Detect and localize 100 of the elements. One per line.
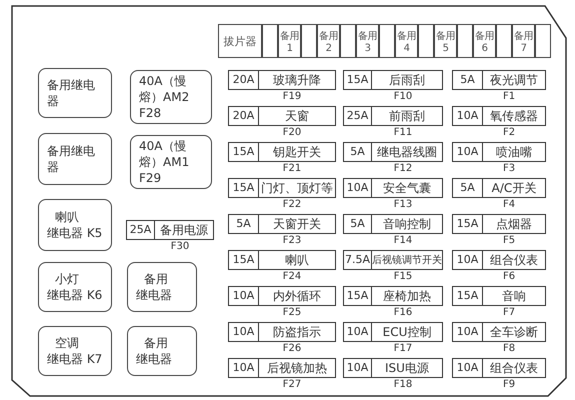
empty-slot-cell <box>535 24 551 58</box>
fuse-number: F17 <box>392 344 414 354</box>
fuse-box <box>452 358 546 378</box>
fuse-function: 音响 <box>501 288 527 305</box>
fuse-rating: 20A <box>229 71 259 89</box>
fuse-rating: 15A <box>229 179 259 197</box>
fuse-number: F3 <box>502 164 516 174</box>
fuse-rating: 5A <box>453 179 483 197</box>
slot-label: 备用 3 <box>357 31 378 55</box>
fuse-rating: 10A <box>344 179 372 197</box>
fuse-number: F5 <box>502 236 516 246</box>
fuse-function: 后视镜加热 <box>266 360 328 377</box>
slot-label: 备用 4 <box>396 31 417 55</box>
relay-label: 喇叭 <box>54 208 80 225</box>
fuse-rating: 15A <box>453 215 483 233</box>
relay-box <box>130 70 212 124</box>
fuse-box <box>343 178 443 198</box>
empty-slot-cell <box>496 24 512 58</box>
fuse-function: ISU电源 <box>384 360 430 377</box>
fuse-function: 音响控制 <box>382 216 432 233</box>
fuse-rating: 10A <box>229 323 259 341</box>
relay-box <box>130 135 212 189</box>
relay-label: 备用继电器 <box>47 76 96 110</box>
fuse-rating: 7.5A <box>344 251 372 269</box>
fuse-function: A/C开关 <box>490 180 538 197</box>
fuse-rating: 10A <box>453 323 483 341</box>
fuse-number: F10 <box>392 92 414 102</box>
relay-label: 备用 <box>143 334 169 351</box>
fuse-number: F12 <box>392 164 414 174</box>
empty-slot-cell <box>301 24 317 58</box>
slot-label: 备用 5 <box>435 31 456 55</box>
fuse-function: 夜光调节 <box>489 72 539 89</box>
fuse-rating: 20A <box>229 107 259 125</box>
spare-slot-cell <box>278 24 301 58</box>
fuse-box <box>228 70 336 90</box>
fuse-number: F11 <box>392 128 414 138</box>
fuse-box <box>228 142 336 162</box>
fuse-function: 防盗指示 <box>272 324 322 341</box>
spare-slot-cell <box>218 24 262 58</box>
relay-box <box>38 68 112 118</box>
fuse-rating: 15A <box>229 143 259 161</box>
fuse-function: 组合仪表 <box>489 360 539 377</box>
fuse-box <box>343 358 443 378</box>
fuse-function: 喷油嘴 <box>495 144 533 161</box>
fuse-box <box>452 250 546 270</box>
fuse-box <box>452 322 546 342</box>
fuse-number: F6 <box>502 272 516 282</box>
fuse-box <box>343 70 443 90</box>
fuse-rating: 25A <box>127 221 155 239</box>
spare-slot-cell <box>434 24 457 58</box>
spare-slot-cell <box>356 24 379 58</box>
fuse-box <box>452 214 546 234</box>
empty-slot-cell <box>418 24 434 58</box>
relay-label: 继电器 K5 <box>47 225 103 242</box>
fuse-rating: 25A <box>344 107 372 125</box>
relay-label: 继电器 <box>136 287 173 304</box>
fuse-box <box>452 178 546 198</box>
fuse-rating: 15A <box>453 287 483 305</box>
fuse-number: F2 <box>502 128 516 138</box>
fuse-box <box>228 214 336 234</box>
relay-label: 40A（慢熔）AM2 F28 <box>139 72 190 122</box>
fuse-number: F7 <box>502 308 516 318</box>
relay-label: 继电器 K7 <box>47 351 103 368</box>
fuse-number: F21 <box>282 164 302 174</box>
fuse-number: F27 <box>282 380 302 390</box>
relay-label: 小灯 <box>54 270 80 287</box>
fuse-box <box>343 286 443 306</box>
relay-box <box>127 262 197 312</box>
fuse-number: F16 <box>392 308 414 318</box>
fuse-rating: 10A <box>453 107 483 125</box>
relay-box <box>38 262 112 312</box>
fuse-rating: 5A <box>344 143 372 161</box>
fuse-number: F20 <box>282 128 302 138</box>
fuse-function: 备用电源 <box>159 222 209 239</box>
fuse-box <box>228 286 336 306</box>
fuse-number: F8 <box>502 344 516 354</box>
fuse-box <box>343 142 443 162</box>
fuse-rating: 15A <box>344 287 372 305</box>
spare-slot-cell <box>512 24 535 58</box>
fuse-function: 座椅加热 <box>382 288 432 305</box>
fuse-box <box>126 220 214 240</box>
fuse-number: F25 <box>282 308 302 318</box>
slot-label: 拔片器 <box>224 35 256 48</box>
fuse-box <box>343 250 443 270</box>
fuse-number: F30 <box>170 242 190 252</box>
fuse-rating: 10A <box>344 359 372 377</box>
fuse-function: 安全气囊 <box>382 180 432 197</box>
fuse-box <box>452 70 546 90</box>
slot-label: 备用 7 <box>513 31 534 55</box>
fuse-function: 氧传感器 <box>489 108 539 125</box>
spare-slot-cell <box>473 24 496 58</box>
fuse-function: 天窗 <box>284 108 310 125</box>
relay-box <box>38 199 112 251</box>
fuse-function: 前雨刮 <box>388 108 426 125</box>
fuse-rating: 10A <box>453 143 483 161</box>
fuse-function: 全车诊断 <box>489 324 539 341</box>
fuse-box <box>228 106 336 126</box>
fuse-box <box>452 142 546 162</box>
fuse-function: 点烟器 <box>495 216 533 233</box>
fuse-number: F1 <box>502 92 516 102</box>
